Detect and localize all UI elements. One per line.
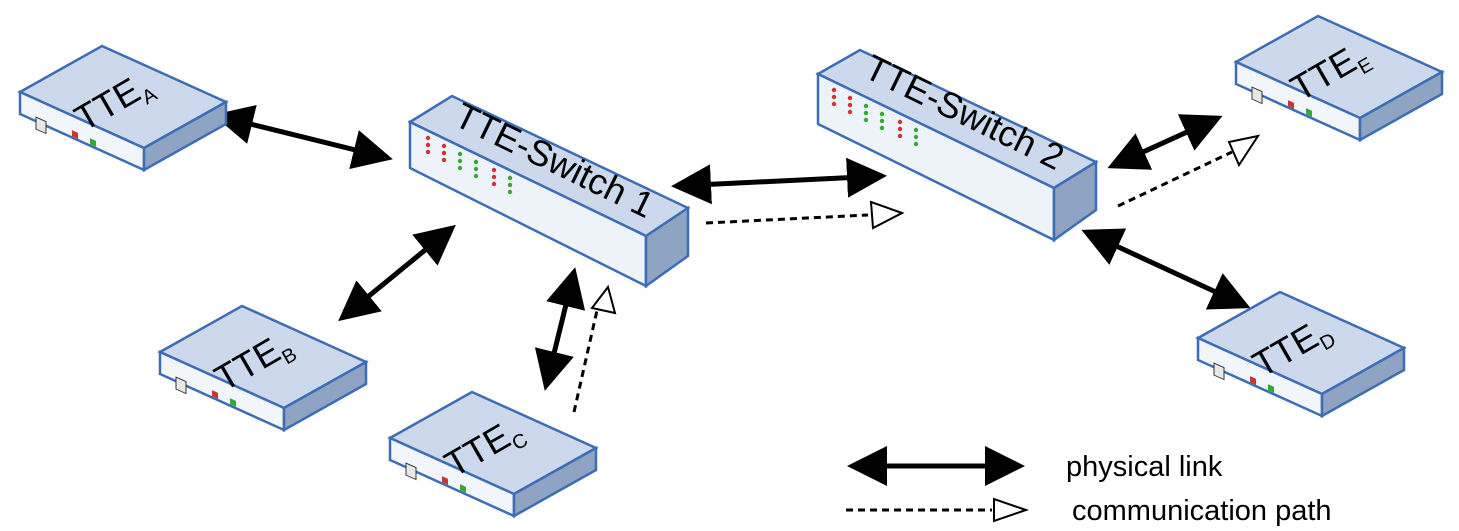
link-c-switch1	[534, 267, 586, 391]
station-d-led-red	[1250, 376, 1256, 385]
legend-physical-link-label: physical link	[1066, 451, 1223, 483]
station-c-side	[512, 445, 598, 519]
legend-communication-path-head	[993, 497, 1030, 523]
switch-1-leds	[425, 135, 513, 195]
tte-station-e: TTEE	[1233, 14, 1445, 143]
tte-station-a: TTEA	[17, 44, 229, 173]
station-b-led-red	[212, 390, 218, 399]
tte-station-b: TTEB	[157, 304, 369, 433]
station-a-led-red	[72, 130, 78, 139]
legend: physical link communication path	[846, 446, 1332, 527]
station-e-led-red	[1288, 100, 1294, 109]
comm-c-switch1-head	[590, 284, 617, 315]
switch-2-leds	[831, 87, 919, 147]
station-d-led-green	[1268, 384, 1274, 393]
station-e-port	[1251, 86, 1263, 105]
station-a-port	[35, 116, 47, 135]
station-a-led-green	[90, 138, 96, 147]
station-b-led-green	[230, 398, 236, 407]
tte-station-c: TTEC	[387, 390, 599, 519]
switch-2: TTE-Switch 2	[815, 46, 1099, 243]
station-b-side	[282, 359, 368, 433]
station-e-led-green	[1306, 108, 1312, 117]
link-switch1-switch2	[671, 157, 887, 205]
link-b-switch1	[338, 224, 456, 322]
station-e-side	[1358, 69, 1444, 143]
switch-1-side	[644, 205, 690, 289]
link-switch2-d	[1081, 228, 1251, 310]
comm-switch1-switch2-head	[869, 200, 905, 230]
station-c-led-red	[442, 476, 448, 485]
station-d-side	[1320, 345, 1406, 419]
link-a-switch1	[213, 104, 393, 170]
station-c-led-green	[460, 484, 466, 493]
station-b-label: TTEB	[208, 323, 301, 404]
comm-switch2-e-line	[1117, 150, 1233, 208]
physical-links	[213, 104, 1251, 391]
tte-station-d: TTED	[1195, 290, 1407, 419]
legend-communication-path-label: communication path	[1072, 495, 1332, 527]
comm-switch1-switch2-line	[705, 213, 869, 225]
comm-switch2-e-head	[1227, 134, 1261, 168]
station-a-side	[142, 99, 228, 173]
switch-2-side	[1052, 159, 1098, 243]
station-c-port	[405, 462, 417, 481]
comm-c-switch1-line	[572, 305, 600, 413]
switch-1: TTE-Switch 1	[407, 94, 691, 289]
station-b-port	[175, 376, 187, 395]
communication-path	[572, 134, 1261, 413]
link-switch2-e	[1107, 114, 1223, 170]
station-d-port	[1213, 362, 1225, 381]
